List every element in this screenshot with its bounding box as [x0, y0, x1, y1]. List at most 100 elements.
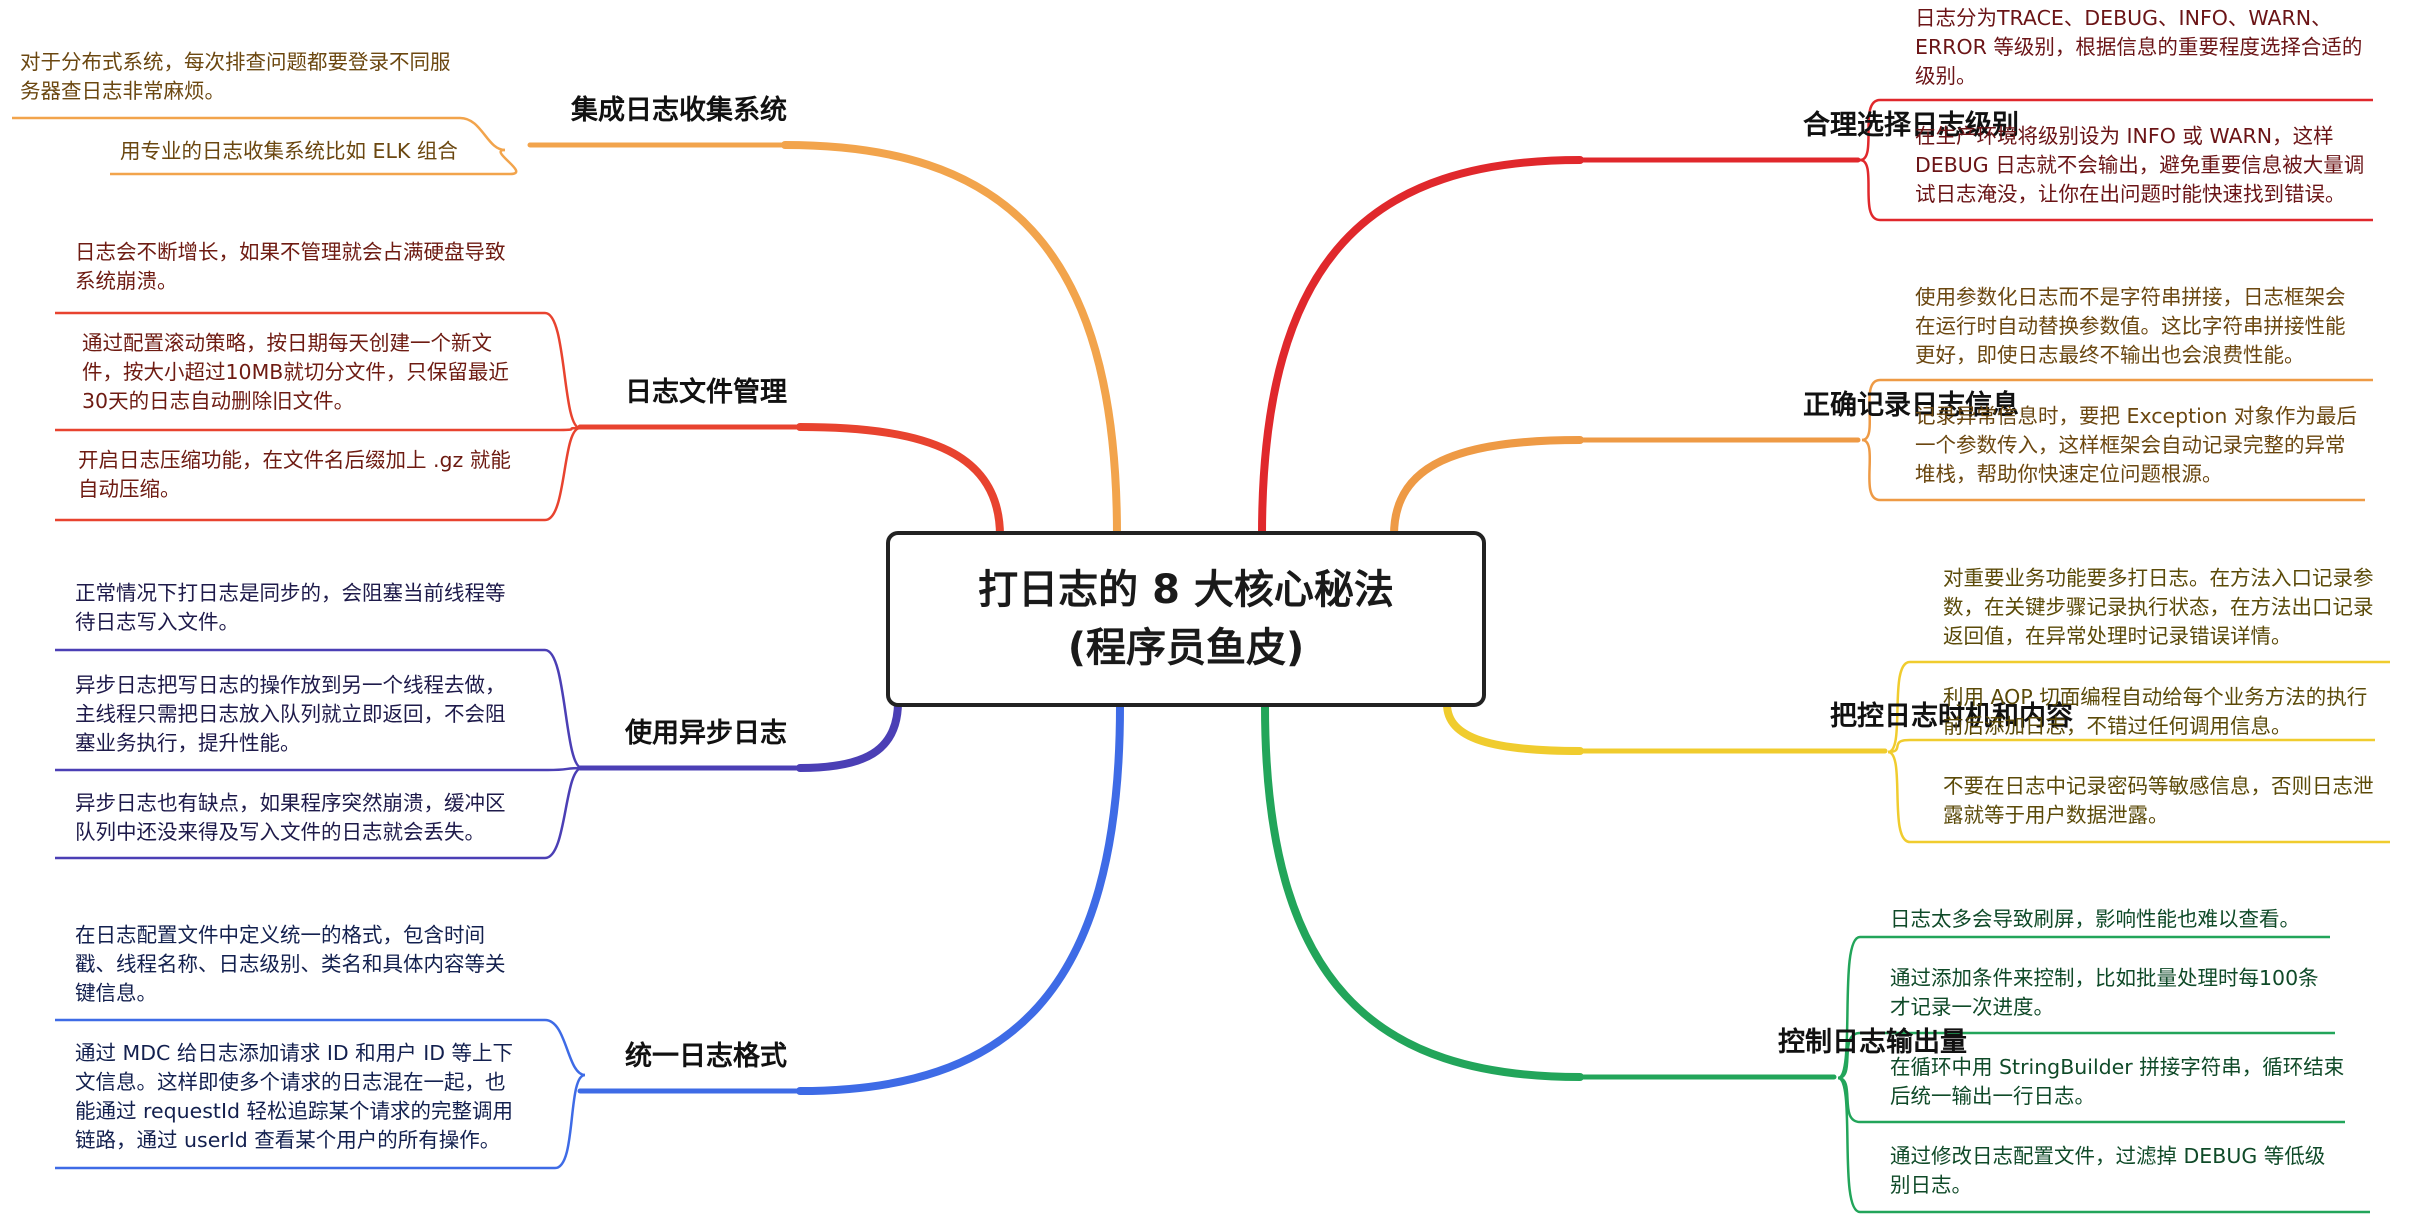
leaf-note-line: 正常情况下打日志是同步的，会阻塞当前线程等	[75, 581, 506, 605]
leaf-note-line: 自动压缩。	[78, 477, 181, 501]
leaf-note-line: 更好，即使日志最终不输出也会浪费性能。	[1915, 343, 2305, 367]
leaf-note-line: 在生产环境将级别设为 INFO 或 WARN，这样	[1915, 124, 2334, 148]
leaf-note-line: 通过配置滚动策略，按日期每天创建一个新文	[82, 331, 492, 355]
leaf-note: 异步日志也有缺点，如果程序突然崩溃，缓冲区队列中还没来得及写入文件的日志就会丢失…	[75, 789, 506, 847]
leaf-note-line: 不要在日志中记录密码等敏感信息，否则日志泄	[1943, 774, 2374, 798]
leaf-connector-2-3	[544, 426, 581, 522]
leaf-note: 日志太多会导致刷屏，影响性能也难以查看。	[1890, 905, 2300, 934]
leaf-note-line: 主线程只需把日志放入队列就立即返回，不会阻	[75, 702, 506, 726]
branch-connector-3	[796, 698, 902, 772]
leaf-note-line: 一个参数传入，这样框架会自动记录完整的异常	[1915, 433, 2346, 457]
leaf-note: 利用 AOP 切面编程自动给每个业务方法的执行前后添加日志，不错过任何调用信息。	[1943, 683, 2367, 741]
branch-connector-5	[1258, 156, 1584, 539]
branch-topic-3: 使用异步日志	[625, 718, 787, 749]
branch-topic-7: 把控日志时机和内容	[1830, 701, 2073, 732]
leaf-note-line: 开启日志压缩功能，在文件名后缀加上 .gz 就能	[78, 448, 511, 472]
leaf-connector-5-2	[1859, 158, 1881, 222]
leaf-note-line: 通过添加条件来控制，比如批量处理时每100条	[1890, 966, 2319, 990]
leaf-note: 通过修改日志配置文件，过滤掉 DEBUG 等低级别日志。	[1890, 1142, 2325, 1200]
branch-connector-6	[1390, 436, 1584, 539]
leaf-note-line: 能通过 requestId 轻松追踪某个请求的完整调用	[75, 1099, 514, 1123]
leaf-note: 在循环中用 StringBuilder 拼接字符串，循环结束后统一输出一行日志。	[1890, 1053, 2344, 1111]
leaf-note-line: 待日志写入文件。	[75, 610, 239, 634]
leaf-note-line: 键信息。	[75, 981, 157, 1005]
leaf-note: 使用参数化日志而不是字符串拼接，日志框架会在运行时自动替换参数值。这比字符串拼接…	[1915, 283, 2346, 370]
leaf-note-line: 用专业的日志收集系统比如 ELK 组合	[120, 139, 458, 163]
branch-topic-5: 合理选择日志级别	[1803, 110, 2019, 141]
leaf-note-line: 露就等于用户数据泄露。	[1943, 803, 2169, 827]
leaf-note-line: 前后添加日志，不错过任何调用信息。	[1943, 714, 2292, 738]
branch-connector-2	[796, 423, 1004, 540]
central-topic-title: 打日志的 8 大核心秘法	[978, 567, 1394, 613]
leaf-note: 用专业的日志收集系统比如 ELK 组合	[120, 137, 458, 166]
leaf-connector-3-1	[544, 648, 583, 770]
branch-topic-2: 日志文件管理	[625, 377, 787, 408]
leaf-note-line: 塞业务执行，提升性能。	[75, 731, 301, 755]
leaf-note-line: 在日志配置文件中定义统一的格式，包含时间	[75, 923, 485, 947]
leaf-note: 日志分为TRACE、DEBUG、INFO、WARN、 ERROR 等级别，根据信息…	[1915, 4, 2362, 91]
leaf-note-line: 通过 MDC 给日志添加请求 ID 和用户 ID 等上下	[75, 1041, 514, 1065]
leaf-note: 异步日志把写日志的操作放到另一个线程去做， 主线程只需把日志放入队列就立即返回，不…	[75, 671, 506, 758]
branch-topic-8: 控制日志输出量	[1778, 1027, 1967, 1058]
branch-connector-4	[796, 702, 1124, 1095]
leaf-note: 记录异常信息时，要把 Exception 对象作为最后一个参数传入，这样框架会自…	[1915, 402, 2357, 489]
branch-topic-4: 统一日志格式	[625, 1041, 787, 1072]
leaf-note-line: 戳、线程名称、日志级别、类名和具体内容等关	[75, 952, 506, 976]
leaf-note-line: 记录异常信息时，要把 Exception 对象作为最后	[1915, 404, 2357, 428]
branch-connector-1	[781, 141, 1121, 539]
central-topic-subtitle: (程序员鱼皮)	[1067, 625, 1305, 671]
branch-topic-1: 集成日志收集系统	[571, 95, 787, 126]
leaf-note-line: 队列中还没来得及写入文件的日志就会丢失。	[75, 820, 485, 844]
leaf-note-line: 务器查日志非常麻烦。	[20, 79, 225, 103]
leaf-note: 开启日志压缩功能，在文件名后缀加上 .gz 就能自动压缩。	[78, 446, 511, 504]
leaf-connector-5-1	[1859, 98, 1881, 162]
leaf-note-line: 系统崩溃。	[75, 269, 178, 293]
leaf-note-line: 异步日志也有缺点，如果程序突然崩溃，缓冲区	[75, 791, 506, 815]
leaf-connector-8-3	[1837, 1076, 1861, 1124]
leaf-note: 对于分布式系统，每次排查问题都要登录不同服务器查日志非常麻烦。	[20, 48, 451, 106]
leaf-note-line: 才记录一次进度。	[1890, 995, 2054, 1019]
leaf-note-line: 日志太多会导致刷屏，影响性能也难以查看。	[1890, 907, 2300, 931]
leaf-note-line: 件，按大小超过10MB就切分文件，只保留最近	[82, 360, 509, 384]
leaf-note: 对重要业务功能要多打日志。在方法入口记录参数，在关键步骤记录执行状态，在方法出口…	[1943, 564, 2374, 651]
leaf-note: 通过添加条件来控制，比如批量处理时每100条才记录一次进度。	[1890, 964, 2319, 1022]
leaf-connector-4-1	[544, 1018, 586, 1077]
branch-connector-7	[1443, 700, 1584, 755]
leaf-note-line: 后统一输出一行日志。	[1890, 1084, 2095, 1108]
leaf-note-line: 使用参数化日志而不是字符串拼接，日志框架会	[1915, 285, 2346, 309]
leaf-note-line: 日志会不断增长，如果不管理就会占满硬盘导致	[75, 240, 506, 264]
leaf-note-line: DEBUG 日志就不会输出，避免重要信息被大量调	[1915, 153, 2365, 177]
leaf-note-line: 试日志淹没，让你在出问题时能快速找到错误。	[1915, 182, 2346, 206]
leaf-connector-2-1	[544, 311, 581, 430]
leaf-note: 通过 MDC 给日志添加请求 ID 和用户 ID 等上下文信息。这样即使多个请求…	[75, 1039, 513, 1155]
leaf-note-line: 对重要业务功能要多打日志。在方法入口记录参	[1943, 566, 2374, 590]
leaf-connector-8-2	[1837, 1031, 1861, 1080]
leaf-note: 正常情况下打日志是同步的，会阻塞当前线程等待日志写入文件。	[75, 579, 506, 637]
leaf-connector-3-3	[544, 766, 583, 860]
leaf-connector-1-2	[499, 148, 518, 176]
leaf-connector-7-1	[1887, 660, 1911, 754]
leaf-note-line: 日志分为TRACE、DEBUG、INFO、WARN、	[1915, 6, 2332, 30]
leaf-connector-1-1	[459, 116, 506, 152]
leaf-note: 通过配置滚动策略，按日期每天创建一个新文件，按大小超过10MB就切分文件，只保留…	[82, 329, 509, 416]
central-topic: 打日志的 8 大核心秘法 (程序员鱼皮)	[886, 531, 1486, 707]
leaf-note-line: ERROR 等级别，根据信息的重要程度选择合适的	[1915, 35, 2363, 59]
branch-connector-8	[1261, 702, 1584, 1081]
leaf-note-line: 利用 AOP 切面编程自动给每个业务方法的执行	[1943, 685, 2368, 709]
leaf-note-line: 异步日志把写日志的操作放到另一个线程去做，	[75, 673, 506, 697]
leaf-note-line: 30天的日志自动删除旧文件。	[82, 389, 355, 413]
leaf-connector-8-4	[1837, 1076, 1861, 1214]
leaf-note-line: 在循环中用 StringBuilder 拼接字符串，循环结束	[1890, 1055, 2345, 1079]
branch-topic-6: 正确记录日志信息	[1803, 390, 2019, 421]
leaf-connector-6-1	[1861, 378, 1881, 442]
leaf-note-line: 堆栈，帮助你快速定位问题根源。	[1915, 462, 2223, 486]
leaf-note: 不要在日志中记录密码等敏感信息，否则日志泄露就等于用户数据泄露。	[1943, 772, 2374, 830]
leaf-connector-8-1	[1837, 935, 1861, 1080]
leaf-connector-7-2	[1887, 738, 1911, 754]
leaf-note-line: 级别。	[1915, 64, 1977, 88]
leaf-note-line: 链路，通过 userId 查看某个用户的所有操作。	[75, 1128, 501, 1152]
leaf-note-line: 文信息。这样即使多个请求的日志混在一起，也	[75, 1070, 506, 1094]
leaf-note-line: 在运行时自动替换参数值。这比字符串拼接性能	[1915, 314, 2346, 338]
leaf-note-line: 通过修改日志配置文件，过滤掉 DEBUG 等低级	[1890, 1144, 2326, 1168]
